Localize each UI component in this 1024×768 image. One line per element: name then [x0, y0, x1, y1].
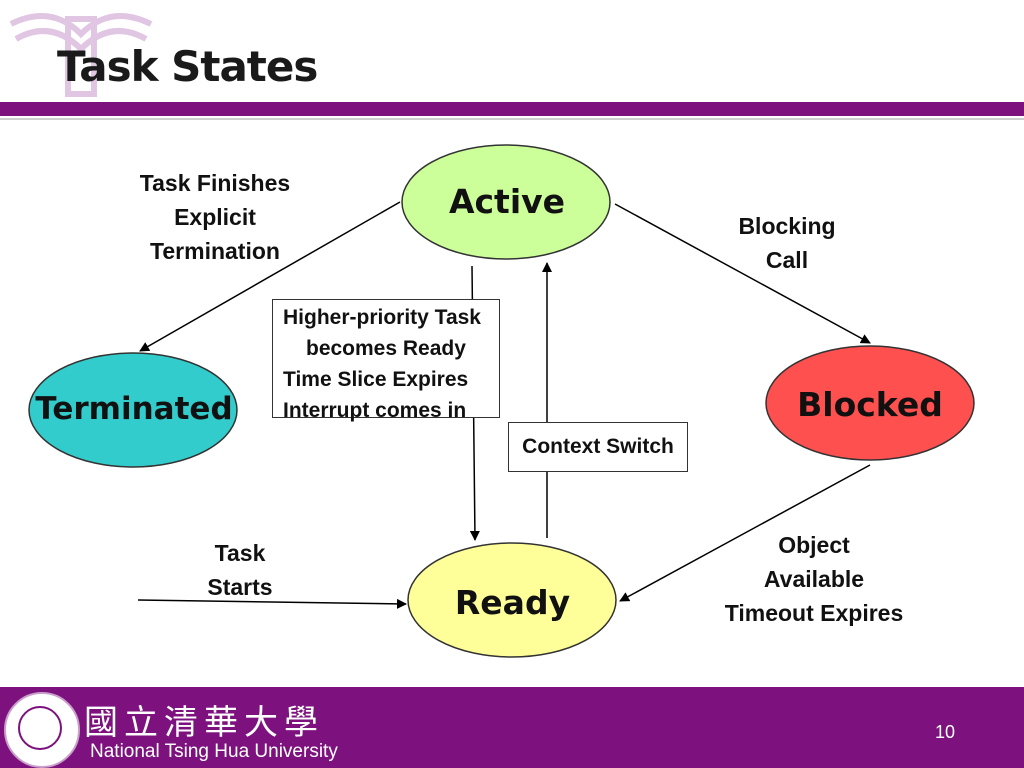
state-blocked-label: Blocked [797, 385, 943, 424]
terminate-line-1: Task Finishes [139, 170, 291, 196]
unblock-line-1: Object [778, 532, 850, 558]
university-seal [4, 692, 80, 768]
footer-bar [0, 687, 1024, 768]
block-line-2: Call [765, 247, 809, 273]
start-line-1: Task [214, 540, 266, 566]
start-line-2: Starts [207, 574, 273, 600]
start-transition-label: Task Starts [180, 536, 300, 604]
state-ready-label: Ready [454, 583, 571, 622]
page-number: 10 [935, 722, 956, 742]
terminate-line-2: Explicit [174, 204, 256, 230]
state-terminated-label: Terminated [35, 391, 233, 427]
block-line-1: Blocking [738, 213, 836, 239]
state-active-label: Active [448, 182, 566, 221]
state-ready-shape [407, 542, 617, 658]
preempt-line-2: becomes Ready [306, 337, 466, 360]
state-terminated-shape [28, 352, 238, 468]
arrow-blocked-to-ready [619, 464, 871, 602]
arrow-active-to-blocked [614, 203, 871, 344]
slide-title: Task States [57, 42, 318, 91]
footer-university-name: National Tsing Hua University [90, 741, 338, 762]
unblock-line-3: Timeout Expires [724, 600, 904, 626]
footer-university-cjk: 國立清華大學 [84, 703, 324, 743]
unblock-transition-label: Object Available Timeout Expires [708, 528, 920, 630]
unblock-line-2: Available [763, 566, 865, 592]
university-logo-watermark [9, 13, 153, 97]
title-rule [0, 102, 1024, 116]
preempt-line-3: Time Slice Expires [283, 368, 469, 391]
state-active-shape [401, 144, 611, 260]
seal-inner-ring [18, 706, 62, 750]
block-transition-label: Blocking Call [712, 209, 862, 277]
preempt-line-4: Interrupt comes in [283, 399, 467, 422]
preempt-transition-box: Higher-priority Task becomes Ready Time … [272, 299, 500, 422]
terminate-transition-label: Task Finishes Explicit Termination [120, 166, 310, 268]
arrow-active-to-terminated [139, 201, 401, 352]
arrow-start-to-ready [137, 598, 407, 609]
terminate-line-3: Termination [150, 238, 280, 264]
title-rule-shadow [0, 118, 1024, 120]
state-blocked-shape [765, 345, 975, 461]
context-switch-box: Context Switch [508, 422, 688, 472]
preempt-line-1: Higher-priority Task [283, 306, 481, 329]
